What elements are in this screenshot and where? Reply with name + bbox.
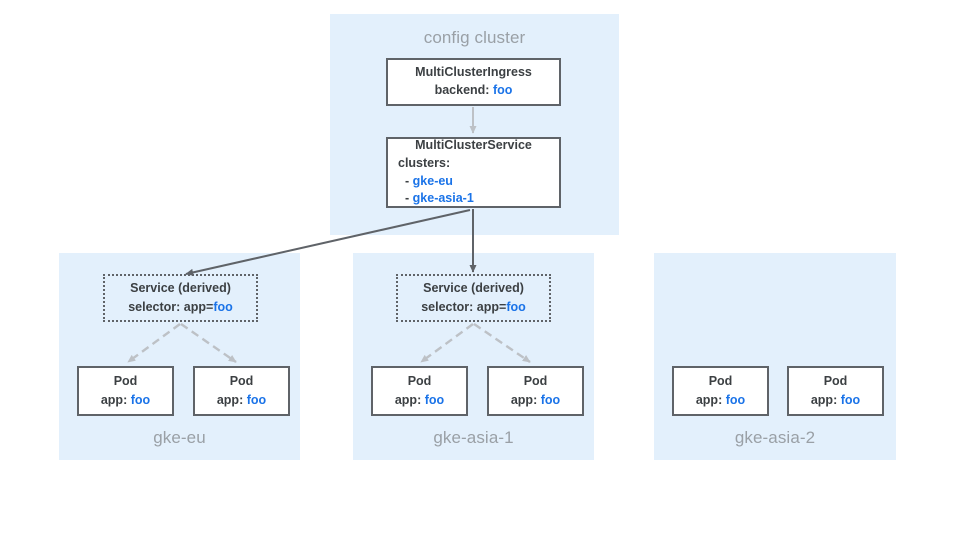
pod-app-label: app: xyxy=(394,393,422,407)
pod-app-value: foo xyxy=(246,393,267,407)
pod-title: Pod xyxy=(823,374,848,389)
pod-app-field: app: foo xyxy=(101,391,150,410)
service-selector-value: foo xyxy=(506,300,526,314)
panel-gke-asia-1-label: gke-asia-1 xyxy=(433,428,514,447)
multiclusterservice-box[interactable]: MultiClusterService clusters: - gke-eu -… xyxy=(386,137,561,208)
pod-app-label: app: xyxy=(810,393,838,407)
pod-app-field: app: foo xyxy=(395,391,444,410)
service-selector: selector: app=foo xyxy=(421,298,526,317)
pod-app-field: app: foo xyxy=(217,391,266,410)
mcs-kind: MultiClusterService xyxy=(415,138,532,152)
service-derived-gke-asia-1[interactable]: Service (derived) selector: app=foo xyxy=(396,274,551,322)
pod-app-field: app: foo xyxy=(811,391,860,410)
service-selector-label: selector: app= xyxy=(421,300,507,314)
pod-app-value: foo xyxy=(840,393,861,407)
pod-box[interactable]: Pod app: foo xyxy=(371,366,468,416)
service-derived-gke-eu[interactable]: Service (derived) selector: app=foo xyxy=(103,274,258,322)
service-selector: selector: app=foo xyxy=(128,298,233,317)
service-selector-value: foo xyxy=(213,300,233,314)
pod-app-label: app: xyxy=(216,393,244,407)
pod-title: Pod xyxy=(229,374,254,389)
pod-app-value: foo xyxy=(130,393,151,407)
pod-title: Pod xyxy=(407,374,432,389)
pod-app-field: app: foo xyxy=(696,391,745,410)
pod-box[interactable]: Pod app: foo xyxy=(672,366,769,416)
mci-backend-field: backend: foo xyxy=(388,82,559,100)
mcs-cluster-name: gke-asia-1 xyxy=(412,191,474,206)
service-selector-label: selector: app= xyxy=(128,300,214,314)
pod-box[interactable]: Pod app: foo xyxy=(787,366,884,416)
pod-box[interactable]: Pod app: foo xyxy=(77,366,174,416)
mcs-clusters-label: clusters: xyxy=(398,155,451,170)
service-title: Service (derived) xyxy=(423,281,524,296)
mcs-cluster-dash: - xyxy=(405,191,410,206)
pod-title: Pod xyxy=(708,374,733,389)
multiclusteringress-box[interactable]: MultiClusterIngress backend: foo xyxy=(386,58,561,106)
mcs-cluster-name: gke-eu xyxy=(412,173,453,188)
panel-config-cluster-title: config cluster xyxy=(423,28,526,47)
mcs-cluster-item: - gke-asia-1 xyxy=(398,190,559,208)
panel-gke-asia-1: gke-asia-1 xyxy=(353,253,594,460)
service-title: Service (derived) xyxy=(130,281,231,296)
pod-title: Pod xyxy=(113,374,138,389)
pod-app-field: app: foo xyxy=(511,391,560,410)
pod-app-label: app: xyxy=(695,393,723,407)
pod-app-value: foo xyxy=(725,393,746,407)
mcs-cluster-item: - gke-eu xyxy=(398,173,559,191)
mcs-cluster-dash: - xyxy=(405,173,410,188)
pod-box[interactable]: Pod app: foo xyxy=(193,366,290,416)
panel-gke-asia-2-label: gke-asia-2 xyxy=(734,428,816,447)
panel-gke-eu-label: gke-eu xyxy=(153,428,206,447)
pod-app-value: foo xyxy=(424,393,445,407)
mci-backend-value: foo xyxy=(492,83,513,97)
pod-app-value: foo xyxy=(540,393,561,407)
mci-kind: MultiClusterIngress xyxy=(415,65,532,80)
mci-backend-label: backend: xyxy=(434,83,490,97)
pod-box[interactable]: Pod app: foo xyxy=(487,366,584,416)
pod-app-label: app: xyxy=(510,393,538,407)
pod-title: Pod xyxy=(523,374,548,389)
panel-gke-asia-2: gke-asia-2 xyxy=(654,253,896,460)
pod-app-label: app: xyxy=(100,393,128,407)
